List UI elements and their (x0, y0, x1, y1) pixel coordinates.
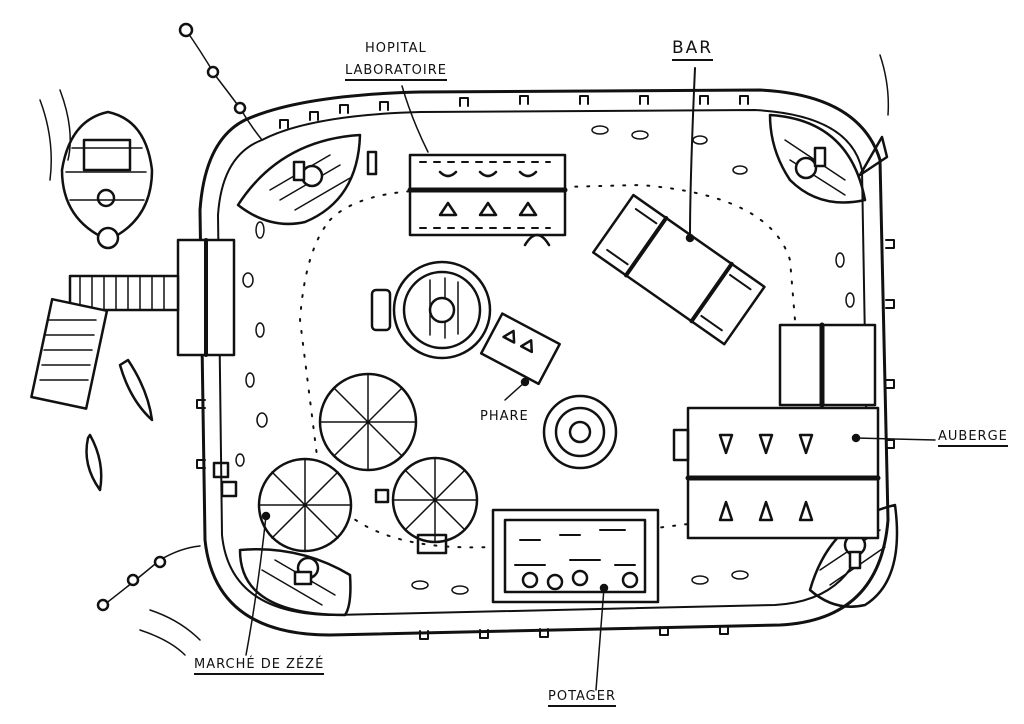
inn-building (672, 322, 881, 540)
garden-plot (491, 508, 660, 604)
tower-top-right (768, 113, 889, 204)
market-umbrellas (212, 372, 479, 555)
cobbles (235, 125, 855, 595)
dock (30, 274, 180, 410)
label-hopital: HOPITAL (365, 41, 427, 56)
label-auberge: AUBERGE (938, 430, 1008, 447)
leader-potager (595, 587, 605, 691)
label-marche: MARCHÉ DE ZÉZÉ (194, 658, 325, 675)
tower-bottom-right (808, 503, 899, 608)
leader-bar (689, 67, 696, 237)
leader-auberge (855, 437, 936, 441)
leader-marche (245, 515, 267, 656)
buoy-chain-north (185, 29, 263, 141)
ship (60, 110, 154, 250)
tower-bottom-left (238, 548, 352, 617)
label-potager: POTAGER (548, 690, 616, 707)
buoy-chain-south (99, 545, 201, 609)
inner-wall (217, 109, 869, 616)
tower-top-left (236, 133, 378, 226)
leader-phare (504, 381, 526, 401)
west-gate (176, 238, 236, 357)
leader-hospital (401, 85, 429, 153)
label-laboratoire: LABORATOIRE (345, 64, 447, 81)
boat-2 (85, 433, 103, 492)
bar-building (591, 193, 766, 346)
boat-1 (118, 358, 154, 422)
label-phare: PHARE (480, 409, 529, 424)
lighthouse (370, 260, 561, 386)
hospital-building (407, 153, 568, 247)
well (542, 394, 618, 470)
label-bar: BAR (672, 40, 714, 61)
